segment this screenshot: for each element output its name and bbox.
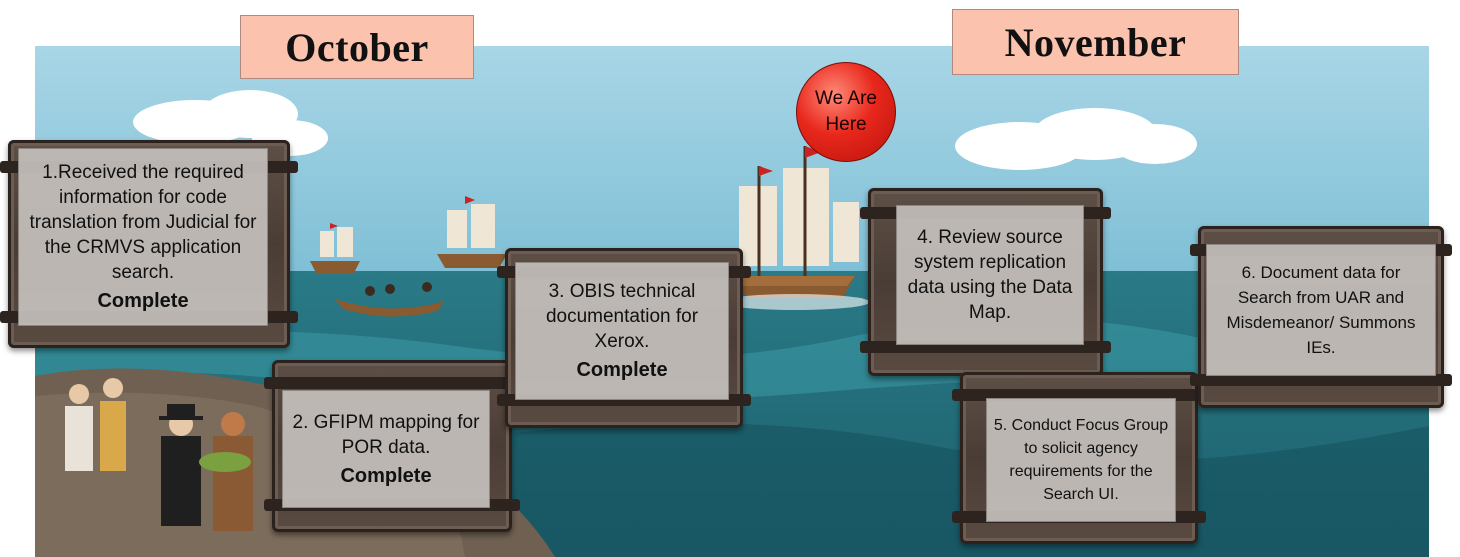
cloud-icon bbox=[955, 108, 1197, 170]
task-text: 5. Conduct Focus Group to solicit agency… bbox=[993, 417, 1169, 503]
task-card-3: 3. OBIS technical documentation for Xero… bbox=[515, 262, 729, 400]
ship-icon bbox=[310, 223, 360, 273]
task-status: Complete bbox=[576, 359, 668, 381]
task-text: 4. Review source system replication data… bbox=[907, 227, 1073, 323]
task-card-1: 1.Received the required information for … bbox=[18, 148, 268, 326]
task-status: Complete bbox=[97, 290, 189, 312]
task-text: 6. Document data for Search from UAR and… bbox=[1226, 263, 1416, 357]
task-card-4: 4. Review source system replication data… bbox=[896, 205, 1084, 345]
task-status: Complete bbox=[340, 464, 432, 487]
task-text: 2. GFIPM mapping for POR data. bbox=[292, 411, 480, 458]
pilgrims-icon bbox=[65, 378, 253, 531]
month-label-october: October bbox=[240, 15, 474, 79]
rowboat-icon bbox=[335, 282, 445, 317]
ship-icon bbox=[720, 146, 870, 310]
month-label-november: November bbox=[952, 9, 1239, 75]
task-card-2: 2. GFIPM mapping for POR data. Complete bbox=[282, 390, 490, 508]
current-position-marker: We Are Here bbox=[796, 62, 896, 162]
task-card-5: 5. Conduct Focus Group to solicit agency… bbox=[986, 398, 1176, 522]
task-text: 3. OBIS technical documentation for Xero… bbox=[545, 281, 699, 352]
ship-icon bbox=[437, 196, 507, 268]
task-card-6: 6. Document data for Search from UAR and… bbox=[1206, 244, 1436, 376]
task-text: 1.Received the required information for … bbox=[29, 162, 257, 283]
